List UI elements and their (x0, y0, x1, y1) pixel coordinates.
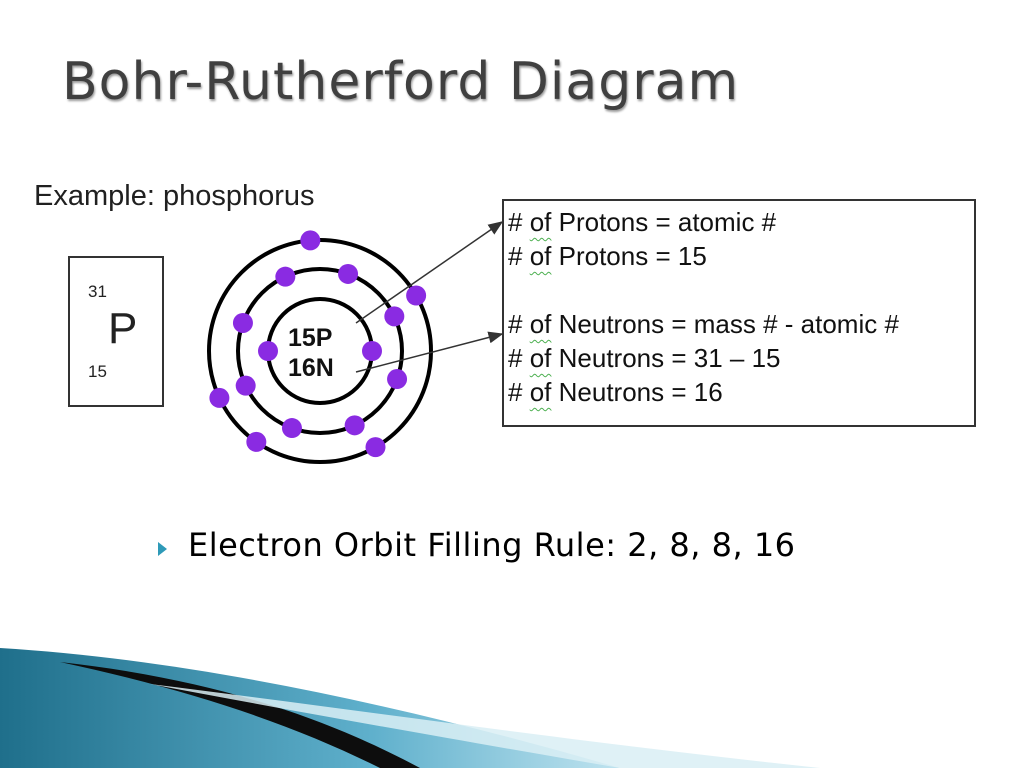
orbit-shell-2 (236, 267, 404, 435)
info-box: # of Protons = atomic # # of Protons = 1… (502, 199, 976, 427)
electron-shell-1 (258, 341, 278, 361)
element-symbol: P (108, 304, 138, 353)
electron-shell-2 (387, 369, 408, 390)
electron-shell-2 (232, 312, 253, 333)
electron-shell-2 (338, 263, 359, 284)
atomic-number: 15 (88, 362, 107, 381)
element-card: 31 P 15 (68, 256, 164, 407)
nucleus-neutrons-label: 16N (288, 354, 334, 382)
mass-number: 31 (88, 282, 107, 301)
electron-shell-2 (281, 418, 302, 439)
nucleus-protons-label: 15P (288, 324, 332, 352)
info-line: # of Protons = 15 (508, 241, 707, 271)
electron-shell-3 (246, 431, 267, 452)
electron-shell-3 (365, 437, 386, 458)
electron-shell-1 (362, 341, 382, 361)
slide-title: Bohr-Rutherford Diagram (62, 52, 740, 112)
info-line: # of Neutrons = 16 (508, 377, 723, 407)
protons-arrow (355, 221, 504, 324)
example-caption: Example: phosphorus (34, 180, 315, 212)
footer-swoosh (0, 648, 820, 768)
filling-rule-text: Electron Orbit Filling Rule: 2, 8, 8, 16 (188, 526, 796, 564)
electron-shell-3 (209, 387, 230, 408)
bohr-diagram: 15P 16N (207, 221, 504, 464)
bullet-arrow-icon (158, 542, 167, 556)
electron-shell-3 (406, 285, 427, 306)
info-line: # of Neutrons = 31 – 15 (508, 343, 781, 373)
electron-shell-2 (235, 375, 256, 396)
electron-shell-2 (384, 306, 405, 327)
footer-swoosh-dark (60, 662, 420, 768)
electron-shell-3 (300, 230, 321, 251)
electrons-group (209, 230, 427, 458)
electron-shell-2 (344, 415, 365, 436)
electron-shell-2 (275, 266, 296, 287)
info-line: # of Neutrons = mass # - atomic # (508, 309, 899, 339)
info-line: # of Protons = atomic # (508, 207, 777, 237)
neutrons-arrow (355, 331, 504, 373)
